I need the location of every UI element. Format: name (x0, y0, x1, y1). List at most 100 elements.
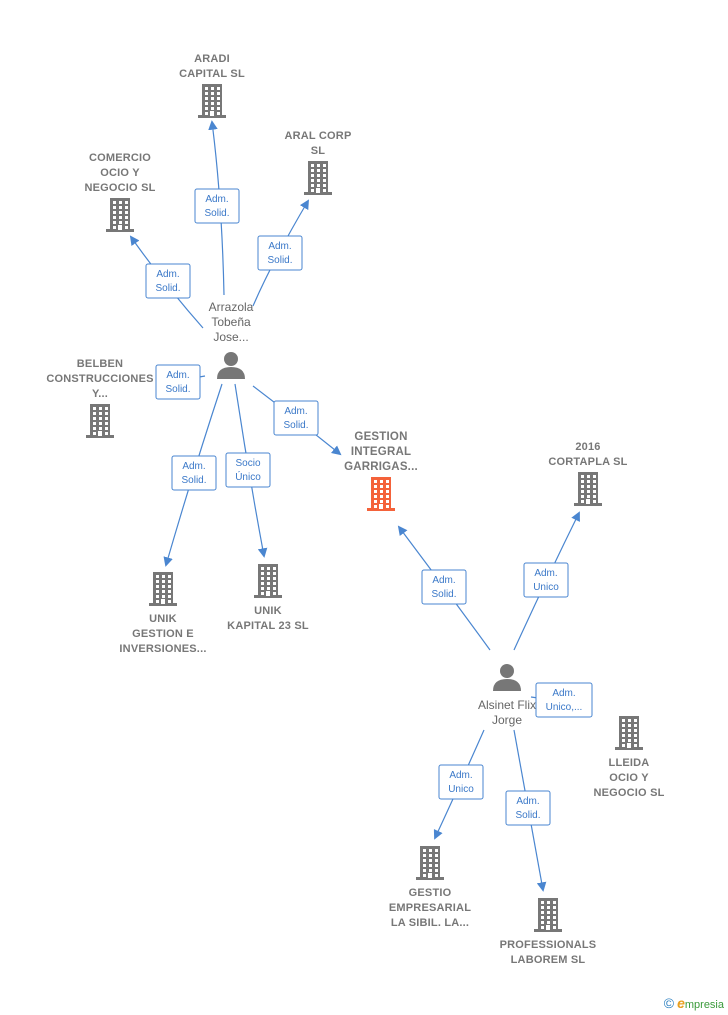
company-label: OCIO Y (100, 167, 140, 179)
building-icon (198, 84, 226, 118)
nodes-layer: ARADI CAPITAL SL ARAL CORP SL COMERCIO OCIO Y… (46, 53, 664, 966)
edge[interactable]: Adm. Solid. (194, 120, 240, 296)
building-icon (86, 404, 114, 438)
company-node-professionals[interactable]: PROFESSIONALS LABOREM SL (500, 898, 597, 966)
edge-label-text: Adm. (449, 770, 472, 781)
edge[interactable]: Adm.Solid. (129, 235, 204, 329)
edge-label-text: Solid. (267, 255, 292, 266)
person-label: Arrazola (209, 300, 254, 314)
edge[interactable]: Adm.Solid. (163, 383, 223, 567)
company-node-aradi[interactable]: ARADI CAPITAL SL (179, 53, 245, 118)
edge[interactable]: Adm. Solid. (505, 729, 551, 892)
edge[interactable]: Adm. Solid. (252, 385, 342, 456)
company-label: EMPRESARIAL (389, 902, 471, 914)
edge[interactable]: Adm. Unico (513, 511, 580, 651)
person-label: Jorge (492, 713, 522, 727)
edge-label-box (194, 188, 240, 224)
company-label: COMERCIO (89, 152, 151, 164)
edge[interactable]: Adm. Unico (433, 729, 485, 840)
company-label: LABOREM SL (511, 954, 586, 966)
edge-label-box (145, 263, 191, 299)
brand-initial: e (677, 995, 685, 1011)
company-label: SL (311, 145, 326, 157)
company-label: BELBEN (77, 358, 123, 370)
company-label: OCIO Y (609, 772, 649, 784)
edge-label-text: Solid. (515, 810, 540, 821)
edge[interactable]: Adm. Solid. (252, 199, 309, 307)
company-label: LLEIDA (609, 757, 650, 769)
company-label: Y... (92, 388, 108, 400)
company-label: GARRIGAS... (344, 461, 418, 473)
edge-label-box (421, 569, 467, 605)
company-node-unik-kapital[interactable]: UNIK KAPITAL 23 SL (227, 564, 309, 632)
company-label: INVERSIONES... (119, 643, 206, 655)
edge-label-text: Adm. (534, 568, 557, 579)
building-icon (367, 477, 395, 511)
edge-label-text: Solid. (283, 420, 308, 431)
edge-label-box (505, 790, 551, 826)
edge-label-text: Adm. (284, 406, 307, 417)
edge-label-text: Adm. (552, 688, 575, 699)
person-label: Alsinet Flix (478, 698, 536, 712)
edge-label-text: Adm. (268, 241, 291, 252)
company-label: UNIK (254, 605, 282, 617)
edge-label-text: Socio (235, 458, 260, 469)
person-label: Tobeña (211, 315, 251, 329)
edge-label-box (523, 562, 569, 598)
edge[interactable]: Adm. Unico,... (530, 682, 593, 718)
company-label: CORTAPLA SL (548, 456, 627, 468)
company-label: INTEGRAL (351, 446, 411, 458)
company-label: GESTIO (409, 887, 452, 899)
building-icon (615, 716, 643, 750)
edge-label-box (155, 364, 201, 400)
company-label: CONSTRUCCIONES (46, 373, 153, 385)
edge-label-text: Solid. (204, 208, 229, 219)
company-label: ARADI (194, 53, 230, 65)
edge-label-text: Adm. (166, 370, 189, 381)
edge-label-box (225, 452, 271, 488)
edge-label-box (535, 682, 593, 718)
edge-label-text: Adm. (516, 796, 539, 807)
person-label: Jose... (213, 330, 248, 344)
company-node-gestion-integral[interactable]: GESTIONINTEGRALGARRIGAS... (344, 431, 418, 511)
edge-label-text: Unico (448, 784, 474, 795)
company-node-belben[interactable]: BELBEN CONSTRUCCIONES Y... (46, 358, 153, 438)
building-icon (304, 161, 332, 195)
edge-label-text: Adm. (432, 575, 455, 586)
building-icon (149, 572, 177, 606)
building-icon (416, 846, 444, 880)
edge-label-text: Unico,... (546, 702, 583, 713)
company-label: NEGOCIO SL (593, 787, 664, 799)
company-label: CAPITAL SL (179, 68, 245, 80)
edge-label-box (257, 235, 303, 271)
company-label: PROFESSIONALS (500, 939, 597, 951)
company-label: ARAL CORP (285, 130, 352, 142)
empresia-brand[interactable]: © empresia (664, 995, 724, 1011)
copyright-icon: © (663, 995, 675, 1011)
person-node-arrazola[interactable]: ArrazolaTobeñaJose... (209, 300, 254, 379)
edge-label-box (438, 764, 484, 800)
edge-label-text: Solid. (165, 384, 190, 395)
brand-name: mpresia (684, 999, 724, 1011)
building-icon (106, 198, 134, 232)
person-icon (217, 352, 245, 379)
edge[interactable]: Adm. Solid. (155, 364, 206, 400)
company-label: KAPITAL 23 SL (227, 620, 309, 632)
building-icon (574, 472, 602, 506)
building-icon (254, 564, 282, 598)
edge-label-text: Adm. (205, 194, 228, 205)
person-icon (493, 664, 521, 691)
building-icon (534, 898, 562, 932)
company-node-aral[interactable]: ARAL CORP SL (285, 130, 352, 195)
edge-label-text: Unico (533, 582, 559, 593)
edge-label-text: Solid. (181, 475, 206, 486)
company-node-lleida[interactable]: LLEIDA OCIO Y NEGOCIO SL (593, 716, 664, 799)
edge[interactable]: Adm.Solid. (397, 525, 491, 651)
